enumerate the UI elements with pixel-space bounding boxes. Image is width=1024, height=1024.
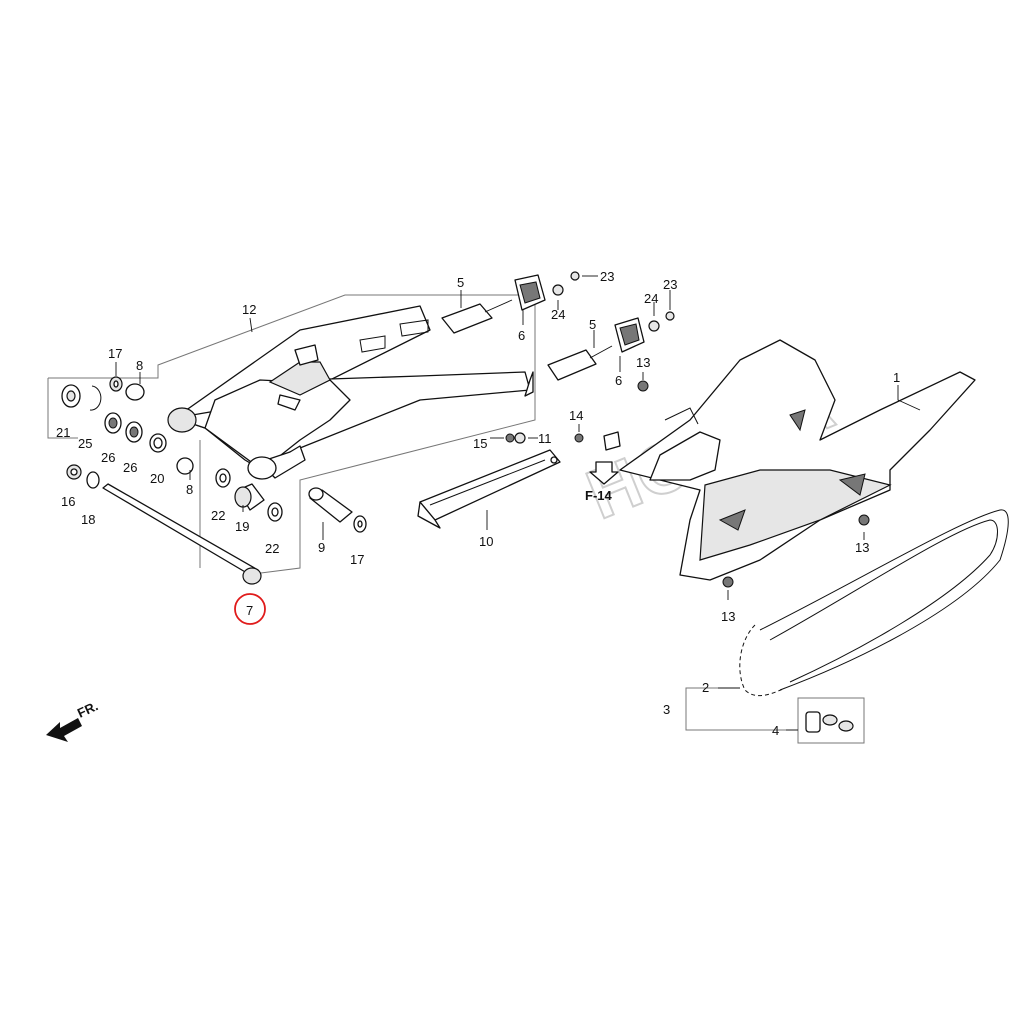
callout-14: 14 — [569, 408, 583, 423]
pivot-nut-16 — [66, 464, 82, 480]
chain-joint-frame — [797, 697, 865, 744]
callout-6a: 6 — [518, 328, 525, 343]
pivot-bolt-7 — [102, 483, 262, 585]
drive-chain-2 — [739, 509, 1009, 697]
bearing-26a — [104, 412, 122, 434]
callout-13a: 13 — [636, 355, 650, 370]
chain-case-1 — [619, 339, 976, 581]
seal-22a — [215, 468, 231, 488]
callout-12: 12 — [242, 302, 256, 317]
callout-19: 19 — [235, 519, 249, 534]
front-arrow-icon — [46, 718, 82, 742]
callout-23b: 23 — [663, 277, 677, 292]
chain-joint-4 — [805, 711, 854, 733]
callout-24b: 24 — [644, 291, 658, 306]
bolt-13b — [858, 514, 870, 526]
seal-20 — [149, 433, 167, 453]
spacer-19 — [234, 483, 265, 511]
callout-13b: 13 — [855, 540, 869, 555]
adjuster-plate-5b — [547, 345, 613, 381]
front-label: FR. — [75, 698, 100, 720]
callout-16: 16 — [61, 494, 75, 509]
callouts: 1 2 3 4 5 5 6 6 7 8 8 9 10 11 12 13 13 1… — [56, 269, 900, 738]
callout-3: 3 — [663, 702, 670, 717]
pivot-seal-21 — [61, 384, 81, 408]
callout-18: 18 — [81, 512, 95, 527]
callout-17a: 17 — [108, 346, 122, 361]
bearing-26b — [125, 421, 143, 443]
collar-17-left — [109, 376, 123, 392]
seal-22b — [267, 502, 283, 522]
callout-11: 11 — [538, 431, 552, 446]
adjuster-block-6a — [514, 274, 546, 311]
nut-23b — [665, 311, 675, 321]
reference-label: F-14 — [585, 488, 613, 503]
callout-23a: 23 — [600, 269, 614, 284]
callout-8a: 8 — [136, 358, 143, 373]
callout-17b: 17 — [350, 552, 364, 567]
adjuster-block-6b — [614, 317, 645, 353]
callout-7: 7 — [246, 603, 253, 618]
bolt-13a — [637, 380, 649, 392]
callout-5a: 5 — [457, 275, 464, 290]
chain-slider-10 — [417, 449, 561, 529]
callout-26b: 26 — [123, 460, 137, 475]
callout-4: 4 — [772, 723, 779, 738]
pivot-collar-9 — [308, 487, 353, 523]
callout-9: 9 — [318, 540, 325, 555]
collar-17-right — [353, 515, 367, 533]
highlight-circle — [234, 593, 266, 625]
callout-15: 15 — [473, 436, 487, 451]
callout-25: 25 — [78, 436, 92, 451]
nut-23a — [570, 271, 580, 281]
nut-24b — [648, 320, 660, 332]
swingarm — [167, 305, 534, 480]
circlip-25 — [89, 385, 102, 411]
callout-26a: 26 — [101, 450, 115, 465]
reference-arrow — [589, 461, 619, 485]
chain-kit-bracket — [685, 687, 798, 731]
callout-10: 10 — [479, 534, 493, 549]
leader-lines — [115, 275, 921, 731]
collar-8-left — [125, 383, 145, 401]
clip — [603, 431, 621, 451]
washer-18 — [86, 471, 100, 489]
screw-14 — [574, 433, 584, 443]
callout-20: 20 — [150, 471, 164, 486]
callout-21: 21 — [56, 425, 70, 440]
callout-2: 2 — [702, 680, 709, 695]
callout-5b: 5 — [589, 317, 596, 332]
callout-8b: 8 — [186, 482, 193, 497]
callout-24a: 24 — [551, 307, 565, 322]
callout-1: 1 — [893, 370, 900, 385]
bolt-15 — [505, 433, 515, 443]
collar-8-right — [176, 457, 194, 475]
callout-6b: 6 — [615, 373, 622, 388]
callout-22a: 22 — [211, 508, 225, 523]
bolt-13c — [722, 576, 734, 588]
clip-11 — [514, 432, 526, 444]
nut-24a — [552, 284, 564, 296]
callout-13c: 13 — [721, 609, 735, 624]
callout-22b: 22 — [265, 541, 279, 556]
adjuster-plate-5a — [441, 299, 513, 334]
